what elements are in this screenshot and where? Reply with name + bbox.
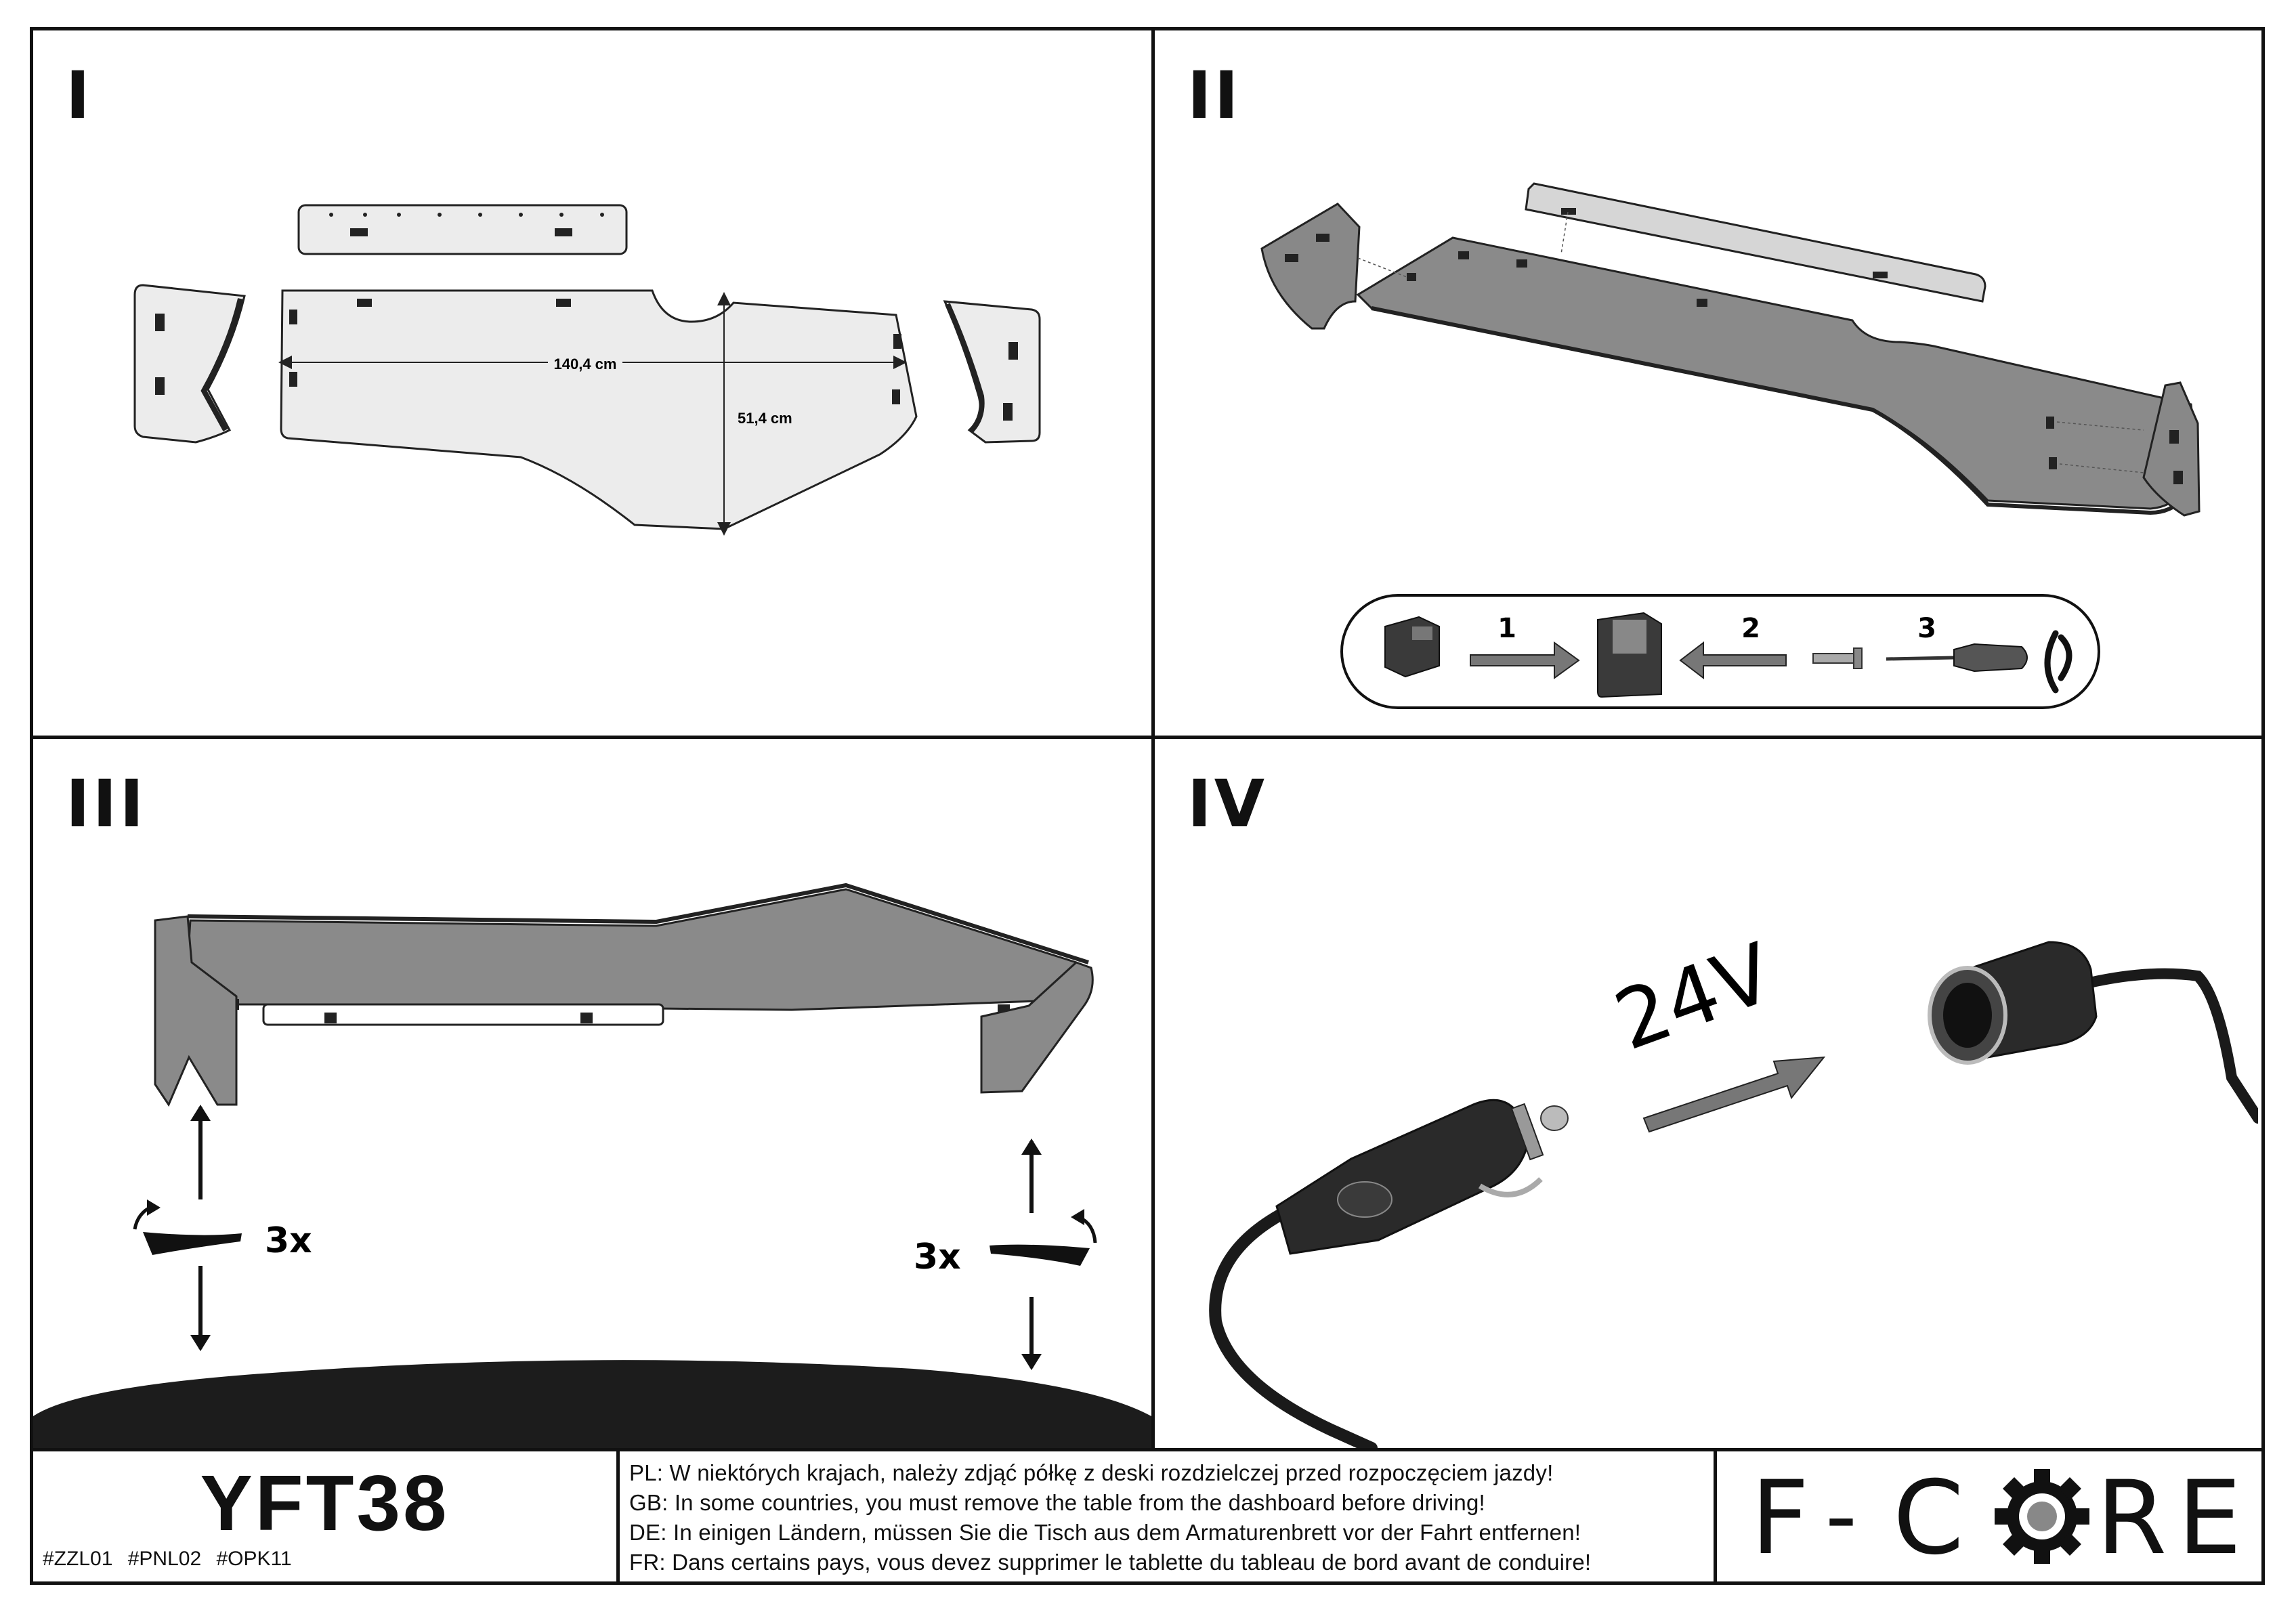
installation-drawing: 3x 3x xyxy=(33,883,1151,1448)
step-number: 1 xyxy=(1497,613,1516,644)
step-number: 3 xyxy=(1917,613,1936,644)
panel-3: III xyxy=(33,739,1155,1451)
footer: YFT38 #ZZL01 #PNL02 #OPK11 PL: W niektór… xyxy=(33,1451,2261,1581)
panel-1: I xyxy=(33,30,1155,739)
arrow-right-icon xyxy=(1470,641,1580,679)
top-strip-part xyxy=(297,204,628,255)
cigarette-plug xyxy=(1209,1099,1569,1448)
panel-numeral: I xyxy=(66,58,93,133)
panel-numeral: IV xyxy=(1187,766,1268,842)
width-dimension-label: 140,4 cm xyxy=(554,356,617,373)
right-side-bracket xyxy=(943,300,1041,444)
top-strip-part xyxy=(1525,182,1986,303)
logo-letter: R xyxy=(2096,1460,2167,1577)
rotation-count-left: 3x xyxy=(265,1220,312,1261)
logo-letter: - xyxy=(1825,1464,1857,1567)
rotate-arrow-icon xyxy=(2044,630,2072,694)
step-number: 2 xyxy=(1741,613,1760,644)
gear-icon xyxy=(1995,1469,2089,1564)
warning-box: PL: W niektórych krajach, należy zdjąć p… xyxy=(620,1451,1717,1581)
product-tags: #ZZL01 #PNL02 #OPK11 xyxy=(43,1548,292,1570)
right-adjust-indicator: 3x xyxy=(914,1139,1097,1370)
main-table-part xyxy=(1356,211,2194,515)
rotation-count-right: 3x xyxy=(914,1237,961,1277)
height-dimension-label: 51,4 cm xyxy=(738,410,792,427)
screwdriver-icon xyxy=(1886,643,2028,673)
warning-de: DE: In einigen Ländern, müssen Sie die T… xyxy=(629,1520,1581,1545)
parts-layout-drawing: 140,4 cm 51,4 cm xyxy=(133,204,1041,536)
fastening-steps: 1 2 3 xyxy=(1340,594,2100,709)
brand-logo: F - C R E xyxy=(1717,1451,2261,1581)
logo-letter: F xyxy=(1751,1460,1809,1577)
panel-numeral: II xyxy=(1187,58,1241,133)
voltage-label: 24V xyxy=(1603,926,1785,1069)
logo-letter: E xyxy=(2177,1460,2242,1577)
mounted-clip xyxy=(1597,612,1662,698)
screw-icon xyxy=(1812,647,1863,669)
left-side-bracket xyxy=(133,284,246,444)
panel-numeral: III xyxy=(66,766,147,842)
arrow-right-icon xyxy=(1642,1056,1826,1133)
clip-part xyxy=(1384,616,1440,678)
assembly-drawing: 1 2 3 xyxy=(1260,182,2201,709)
model-code: YFT38 xyxy=(200,1459,450,1547)
power-connection-drawing: 24V xyxy=(1209,926,2258,1448)
main-table-part: 140,4 cm 51,4 cm xyxy=(278,289,918,536)
installed-table xyxy=(154,883,1094,1107)
warning-pl: PL: W niektórych krajach, należy zdjąć p… xyxy=(629,1460,1554,1485)
warning-gb: GB: In some countries, you must remove t… xyxy=(629,1490,1485,1515)
right-side-bracket xyxy=(2142,381,2201,517)
arrow-left-icon xyxy=(1679,641,1787,680)
warning-fr: FR: Dans certains pays, vous devez suppr… xyxy=(629,1550,1592,1575)
power-socket xyxy=(1928,941,2258,1124)
instruction-sheet: I xyxy=(30,27,2265,1585)
logo-letter: C xyxy=(1893,1460,1964,1577)
panel-2: II xyxy=(1155,30,2261,739)
model-box: YFT38 #ZZL01 #PNL02 #OPK11 xyxy=(33,1451,620,1581)
panel-4: IV 24V xyxy=(1155,739,2261,1451)
left-side-bracket xyxy=(1260,203,1361,330)
left-adjust-indicator: 3x xyxy=(133,1105,312,1351)
dashboard-surface xyxy=(33,1360,1151,1448)
